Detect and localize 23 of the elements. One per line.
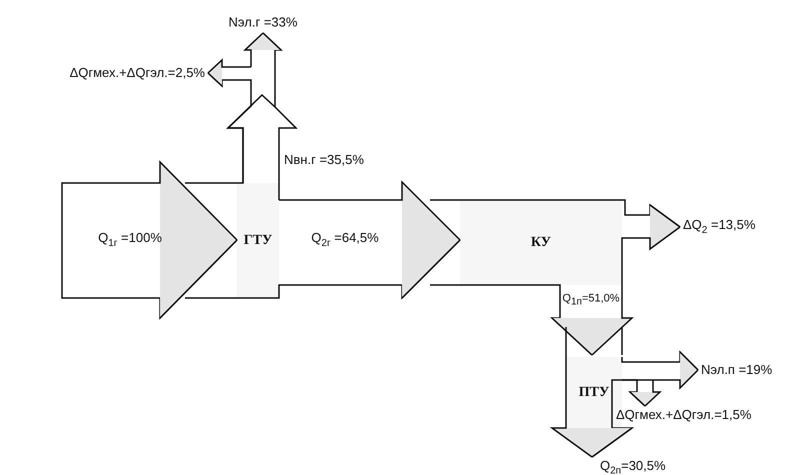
unit-label: ПТУ [578,384,610,400]
unit-label: КУ [530,234,552,250]
flow-value: ΔQгмех.+ΔQгэл.=1,5% [616,408,752,422]
flow-arrow [184,32,298,200]
flow-value: Q$_{2п}$=30,5% [596,459,666,475]
flow-arrow [622,379,661,407]
flow-value: Q$_{2г}$ =64,5% [311,231,379,249]
flow-value: Q$_{1г}$ =100% [98,231,162,249]
flow-arrow [621,326,699,389]
unit-label: ГТУ [244,232,272,248]
flow-arrow [429,284,633,356]
flow-arrow [184,181,461,300]
flow-arrow [551,326,634,458]
flow-value: Nэл.п =19% [697,362,772,378]
flow-arrow [429,199,681,286]
flow-value: Nвн.г =35,5% [284,152,364,168]
flow-value: ΔQ$_{2}$ =13,5% [679,218,756,236]
unit-block [237,183,279,298]
flow-value: Nэл.г =33% [228,16,298,31]
flow-arrow [61,161,238,320]
flow-arrow [207,59,252,183]
flow-value: ΔQгмех.+ΔQгэл.=2,5% [70,66,209,80]
unit-block [460,200,622,285]
